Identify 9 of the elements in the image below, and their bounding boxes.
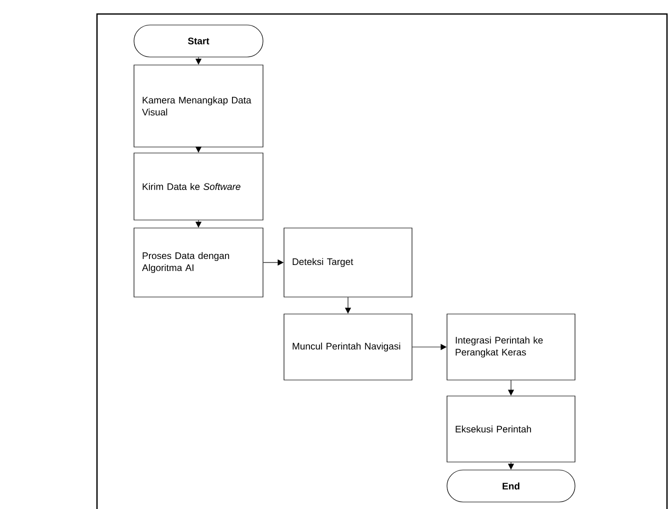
process-box: Proses Data dengan Algoritma AI	[134, 228, 264, 298]
process-box: Integrasi Perintah ke Perangkat Keras	[446, 314, 576, 380]
terminator: Start	[134, 24, 264, 58]
process-box: Muncul Perintah Navigasi	[284, 314, 412, 380]
process-box: Kamera Menangkap Data Visual	[134, 64, 264, 148]
process-box: Eksekusi Perintah	[446, 396, 576, 462]
process-box: Kirim Data ke Software	[134, 152, 264, 220]
process-box: Deteksi Target	[284, 228, 412, 298]
terminator: End	[446, 470, 576, 502]
